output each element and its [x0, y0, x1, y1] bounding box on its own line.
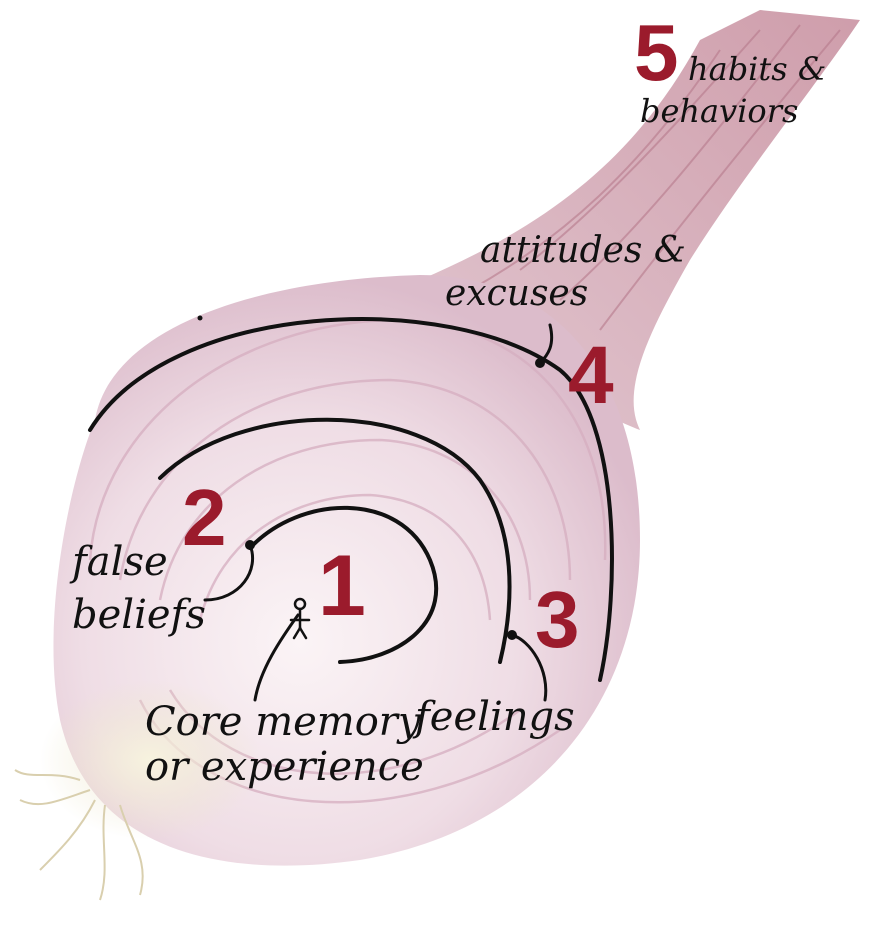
arc-layer-1 [248, 505, 439, 664]
person-icon [289, 597, 311, 640]
label-layer-5-line-1: habits & [688, 50, 826, 88]
label-layer-4-line-1: attitudes & [480, 230, 686, 271]
label-layer-1-line-1: Core memory [145, 699, 422, 745]
arc-layer-2 [158, 417, 512, 664]
layer-number-2: 2 [182, 473, 227, 562]
arc-layer-3 [88, 317, 614, 682]
label-layer-4-line-2: excuses [445, 273, 588, 314]
label-layer-2-line-2: beliefs [72, 592, 206, 638]
root-hairs [14, 769, 144, 901]
layer-number-1: 1 [318, 538, 366, 634]
layer-arcs [88, 317, 614, 682]
layer-number-3: 3 [535, 575, 580, 664]
pointer-false-beliefs [203, 543, 255, 602]
layer-labels: Core memory or experience false beliefs … [69, 50, 826, 790]
pointer-dots [197, 315, 545, 640]
pointer-core-memory [253, 613, 300, 702]
onion-illustration [14, 10, 860, 901]
label-layer-3-line-1: feelings [412, 694, 575, 740]
label-layer-1-line-2: or experience [145, 744, 424, 790]
layer-number-5: 5 [634, 8, 679, 97]
label-layer-2-line-1: false [69, 539, 168, 585]
pointer-feelings [510, 633, 548, 702]
layer-numbers: 1 2 3 4 5 [182, 8, 679, 664]
neck-fibers [469, 24, 841, 331]
layer-number-4: 4 [568, 330, 614, 421]
label-layer-5-line-2: behaviors [640, 92, 798, 130]
